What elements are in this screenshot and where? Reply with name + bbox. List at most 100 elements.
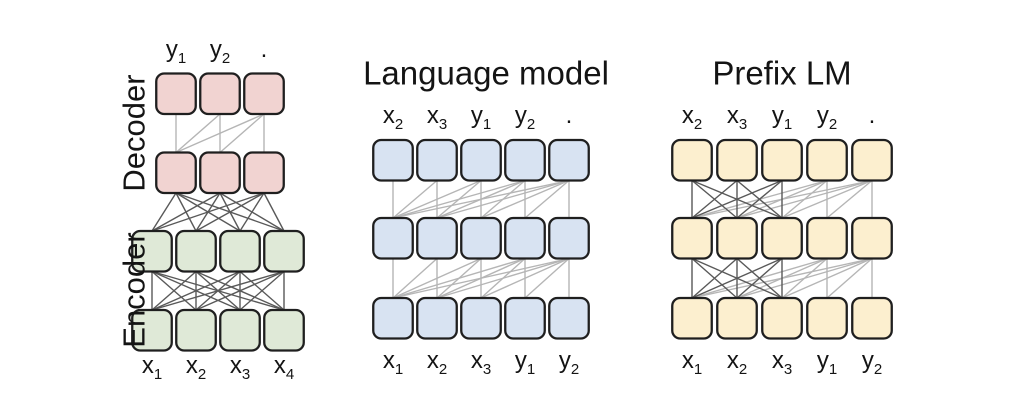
token-block-row-middle bbox=[851, 216, 893, 260]
output-token-label: x3 bbox=[727, 102, 747, 133]
attention-edge-causal bbox=[436, 179, 570, 219]
attention-edge-causal bbox=[392, 257, 438, 299]
output-token-label: y2 bbox=[210, 36, 230, 67]
output-token-label: x3 bbox=[427, 102, 447, 133]
token-block-row-top bbox=[548, 138, 590, 182]
attention-edge-full bbox=[151, 270, 241, 311]
attention-edge-causal bbox=[826, 257, 873, 299]
token-block-decoder-top bbox=[199, 72, 241, 116]
input-token-label: x4 bbox=[274, 352, 294, 383]
attention-edge-full bbox=[151, 192, 221, 232]
prefix-lm-title: Prefix LM bbox=[712, 54, 852, 92]
token-block-decoder-bottom bbox=[155, 151, 197, 195]
token-block-row-middle bbox=[548, 216, 590, 260]
token-block-row-top bbox=[372, 138, 414, 182]
attention-edge-full bbox=[691, 179, 783, 219]
token-block-encoder-bottom bbox=[219, 308, 261, 352]
input-token-label: x2 bbox=[186, 352, 206, 383]
token-block-row-top bbox=[761, 138, 803, 182]
attention-edge-causal bbox=[436, 257, 570, 299]
attention-edge-causal bbox=[480, 257, 570, 299]
token-block-encoder-top bbox=[175, 229, 217, 273]
input-token-label: y1 bbox=[817, 347, 837, 378]
token-block-decoder-top bbox=[155, 72, 197, 116]
token-block-decoder-bottom bbox=[243, 151, 285, 195]
attention-edge-causal bbox=[392, 257, 570, 299]
token-block-row-middle bbox=[761, 216, 803, 260]
token-block-row-top bbox=[671, 138, 713, 182]
attention-edge-full bbox=[239, 270, 285, 311]
attention-edge-causal bbox=[524, 179, 570, 219]
attention-edge-full bbox=[736, 179, 783, 219]
token-block-encoder-top bbox=[131, 229, 173, 273]
attention-edge-full bbox=[736, 257, 783, 299]
input-token-label: x3 bbox=[471, 347, 491, 378]
token-block-row-bottom bbox=[372, 296, 414, 340]
token-block-row-bottom bbox=[761, 296, 803, 340]
attention-edge-causal bbox=[219, 113, 265, 154]
output-token-label: y1 bbox=[166, 36, 186, 67]
attention-edge-causal bbox=[392, 257, 482, 299]
input-token-label: x2 bbox=[427, 347, 447, 378]
output-token-label: x2 bbox=[383, 102, 403, 133]
token-block-row-bottom bbox=[504, 296, 546, 340]
attention-edge-causal bbox=[175, 113, 221, 154]
token-block-row-middle bbox=[416, 216, 458, 260]
language-model-title: Language model bbox=[363, 54, 609, 92]
attention-edge-causal bbox=[736, 179, 873, 219]
attention-edge-causal bbox=[392, 179, 526, 219]
output-token-label: . bbox=[869, 102, 876, 129]
input-token-label: x1 bbox=[142, 352, 162, 383]
attention-edge-full bbox=[151, 192, 265, 232]
token-block-encoder-bottom bbox=[131, 308, 173, 352]
attention-edge-causal bbox=[736, 257, 873, 299]
token-block-encoder-bottom bbox=[263, 308, 305, 352]
attention-edge-full bbox=[195, 192, 265, 232]
token-block-row-middle bbox=[806, 216, 848, 260]
token-block-row-top bbox=[806, 138, 848, 182]
attention-edge-full bbox=[691, 257, 738, 299]
token-block-row-bottom bbox=[416, 296, 458, 340]
output-token-label: y2 bbox=[515, 102, 535, 133]
token-block-row-middle bbox=[372, 216, 414, 260]
encoder-axis-label: Encoder bbox=[116, 232, 152, 348]
token-block-row-bottom bbox=[806, 296, 848, 340]
token-block-row-top bbox=[851, 138, 893, 182]
attention-edge-full bbox=[151, 270, 197, 311]
token-block-row-bottom bbox=[671, 296, 713, 340]
token-block-row-bottom bbox=[548, 296, 590, 340]
input-token-label: x3 bbox=[230, 352, 250, 383]
attention-edge-full bbox=[151, 270, 285, 311]
token-block-row-bottom bbox=[716, 296, 758, 340]
token-block-encoder-top bbox=[219, 229, 261, 273]
attention-edge-causal bbox=[392, 179, 570, 219]
token-block-encoder-bottom bbox=[175, 308, 217, 352]
input-token-label: x1 bbox=[682, 347, 702, 378]
output-token-label: y1 bbox=[772, 102, 792, 133]
attention-edge-full bbox=[691, 257, 783, 299]
attention-edge-causal bbox=[175, 113, 265, 154]
input-token-label: y2 bbox=[559, 347, 579, 378]
attention-edge-causal bbox=[392, 257, 526, 299]
attention-edge-causal bbox=[524, 257, 570, 299]
token-block-decoder-top bbox=[243, 72, 285, 116]
token-block-row-top bbox=[460, 138, 502, 182]
output-token-label: y1 bbox=[471, 102, 491, 133]
token-block-row-top bbox=[716, 138, 758, 182]
attention-edge-causal bbox=[781, 179, 873, 219]
token-block-encoder-top bbox=[263, 229, 305, 273]
decoder-axis-label: Decoder bbox=[116, 74, 152, 192]
token-block-row-middle bbox=[504, 216, 546, 260]
input-token-label: x1 bbox=[383, 347, 403, 378]
attention-edge-causal bbox=[480, 179, 570, 219]
input-token-label: y2 bbox=[862, 347, 882, 378]
token-block-row-middle bbox=[716, 216, 758, 260]
token-block-row-top bbox=[504, 138, 546, 182]
output-token-label: y2 bbox=[817, 102, 837, 133]
token-block-row-middle bbox=[671, 216, 713, 260]
attention-edge-causal bbox=[392, 179, 482, 219]
